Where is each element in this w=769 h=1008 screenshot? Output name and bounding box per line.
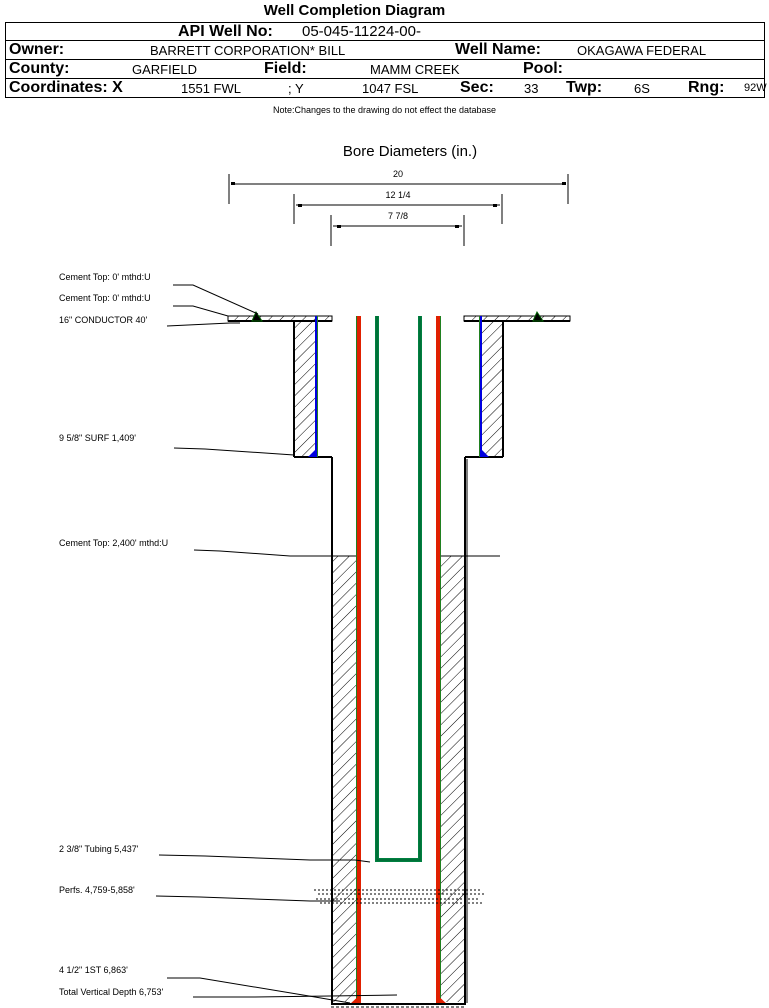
production-cement-left [333,556,356,1002]
perforations [314,889,484,904]
leader-perfs [155,895,340,902]
twp-value: 6S [634,81,650,96]
sec-value: 33 [524,81,539,96]
cement-top-marker-right [532,310,544,322]
y-label: ; Y [288,81,304,96]
header-row-owner: Owner: BARRETT CORPORATION* BILL Well Na… [6,41,764,60]
well-name-label: Well Name: [455,41,541,58]
owner-value: BARRETT CORPORATION* BILL [150,43,346,58]
annotation-tubing: 2 3/8" Tubing 5,437' [59,844,139,854]
annotation-perfs: Perfs. 4,759-5,858' [59,885,135,895]
api-label: API Well No: [178,23,273,40]
production-casing-shoe-left [350,994,361,1004]
casing-shoe-right [481,449,489,457]
county-value: GARFIELD [132,62,198,77]
leader-cement-top-2 [173,305,229,317]
dimension-7-7-8in: 7 7/8 [330,211,465,246]
rng-label: Rng: [688,79,725,96]
leader-conductor [166,322,240,327]
leader-lines [155,284,398,1004]
dimension-label-20: 20 [393,169,403,179]
dimension-label-7-7-8: 7 7/8 [388,211,408,221]
dimension-12-1-4in: 12 1/4 [293,190,503,224]
county-label: County: [9,60,70,77]
surface-cement-right [464,316,504,1003]
surface-cement-left [293,316,333,1003]
bore-diameters-title: Bore Diameters (in.) [343,143,477,160]
api-value: 05-045-11224-00- [302,23,421,40]
field-value: MAMM CREEK [370,62,460,77]
annotation-conductor: 16" CONDUCTOR 40' [59,315,148,325]
annotation-production-casing: 4 1/2" 1ST 6,863' [59,965,128,975]
sec-label: Sec: [460,79,494,96]
leader-production-casing [167,977,351,1004]
owner-label: Owner: [9,41,65,58]
annotation-cement-top-1: Cement Top: 0' mthd:U [59,272,151,282]
page-title: Well Completion Diagram [263,2,446,19]
database-note: Note:Changes to the drawing do not effec… [273,105,496,115]
cement-top-marker-left [251,310,263,322]
leader-tubing [158,854,371,863]
dimension-label-12-1-4: 12 1/4 [385,190,410,200]
x-value: 1551 FWL [181,81,241,96]
production-cement-right [441,556,464,1002]
annotation-cement-top-3: Cement Top: 2,400' mthd:U [59,538,168,548]
coordinates-label: Coordinates: X [9,79,123,96]
tubing [375,316,422,862]
twp-label: Twp: [566,79,603,96]
header-row-coordinates: Coordinates: X 1551 FWL ; Y 1047 FSL Sec… [6,79,767,98]
y-value: 1047 FSL [362,81,419,96]
annotation-surface-casing: 9 5/8" SURF 1,409' [59,433,136,443]
header-row-county: County: GARFIELD Field: MAMM CREEK Pool: [6,60,764,79]
pool-label: Pool: [523,60,563,77]
well-header-table: API Well No: 05-045-11224-00- Owner: BAR… [5,22,767,98]
annotation-tvd: Total Vertical Depth 6,753' [59,987,164,997]
leader-cement-top-3 [193,549,333,557]
leader-surface-casing [173,447,295,456]
production-casing-shoe-right [436,994,447,1004]
annotation-cement-top-2: Cement Top: 0' mthd:U [59,293,151,303]
casing-shoe-left [308,449,316,457]
well-name-value: OKAGAWA FEDERAL [577,43,707,58]
leader-tvd [193,994,398,998]
field-label: Field: [264,60,307,77]
header-row-api: API Well No: 05-045-11224-00- [6,23,764,41]
leader-cement-top-1 [173,284,259,315]
rng-value: 92W [744,82,767,94]
dimension-20in: 20 [228,169,569,204]
production-casing [350,316,447,1004]
